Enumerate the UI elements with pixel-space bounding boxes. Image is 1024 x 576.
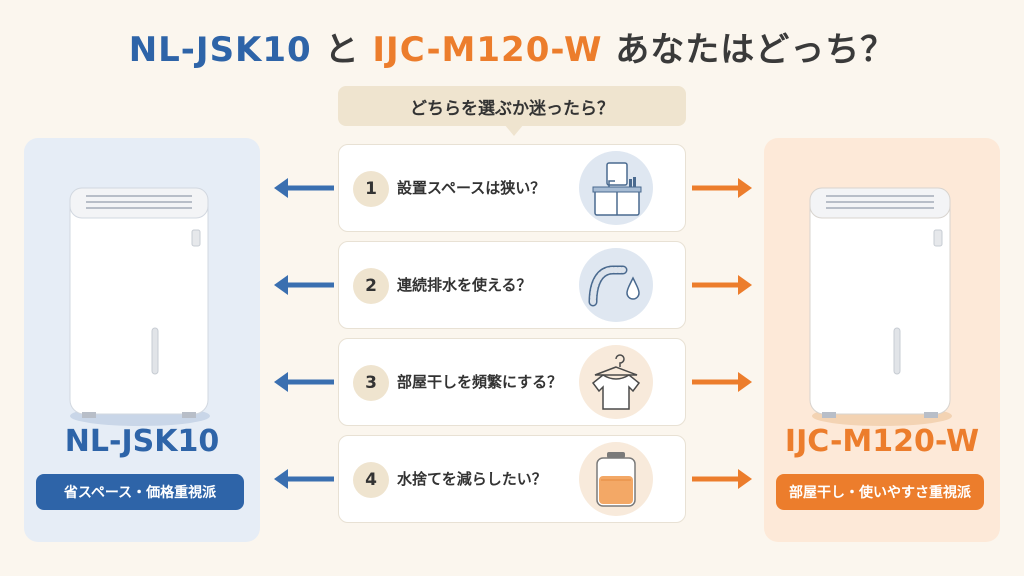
arrow-right-2 [690,273,754,297]
dehumidifier-left-image [69,187,210,426]
shirt-hanger-icon [579,345,653,419]
arrow-left-3 [272,370,336,394]
right-badge: 部屋干し・使いやすさ重視派 [776,474,984,510]
question-text: どちらを選ぶか迷ったら？ [410,98,614,119]
arrow-right-3 [690,370,754,394]
arrow-left-1 [272,176,336,200]
question-row-3: 3 部屋干しを頻繁にする？ [338,338,686,426]
water-tank-icon [579,442,653,516]
arrow-left-4 [272,467,336,491]
right-product-panel: IJC-M120-W 部屋干し・使いやすさ重視派 [764,138,1000,542]
arrow-right-4 [690,467,754,491]
arrow-right-1 [690,176,754,200]
title-connector: と [324,30,360,70]
left-product-name: NL-JSK10 [64,424,220,459]
question-row-1: 1 設置スペースは狭い？ [338,144,686,232]
dehumidifier-right-image [809,187,952,426]
question-label: 水捨てを減らしたい？ [397,470,547,488]
question-row-2: 2 連続排水を使える？ [338,241,686,329]
question-number: 4 [353,462,389,498]
question-number: 2 [353,268,389,304]
title-product-b: IJC-M120-W [372,30,603,70]
question-row-4: 4 水捨てを減らしたい？ [338,435,686,523]
question-bubble: どちらを選ぶか迷ったら？ [338,86,686,126]
question-label: 連続排水を使える？ [397,276,532,294]
question-number: 1 [353,171,389,207]
question-number: 3 [353,365,389,401]
arrow-left-2 [272,273,336,297]
drain-hose-icon [579,248,653,322]
question-label: 部屋干しを頻繁にする？ [397,373,563,391]
question-label: 設置スペースは狭い？ [397,179,546,197]
left-badge: 省スペース・価格重視派 [36,474,244,510]
title-suffix: あなたはどっち？ [615,30,896,70]
page-title: NL-JSK10 と IJC-M120-W あなたはどっち？ [0,22,1024,71]
bubble-tail [504,124,524,136]
left-product-panel: NL-JSK10 省スペース・価格重視派 [24,138,260,542]
sink-cabinet-icon [579,151,653,225]
right-product-name: IJC-M120-W [784,424,980,459]
title-product-a: NL-JSK10 [128,30,312,70]
